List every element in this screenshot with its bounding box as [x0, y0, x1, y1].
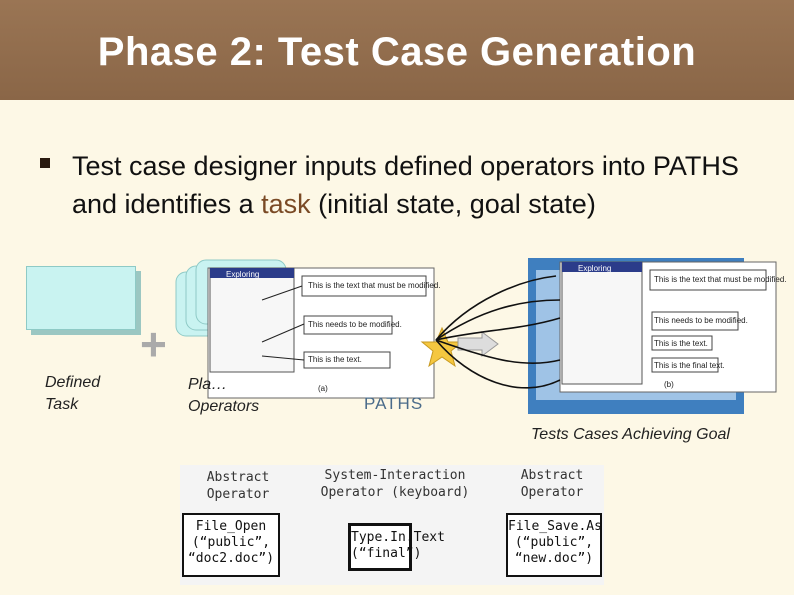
right-note-2: This needs to be modified.	[654, 316, 748, 325]
operators-caption: Pla… Operators	[188, 376, 260, 415]
screenshot-left	[207, 267, 435, 399]
bullet-text-part1: Test case designer inputs defined operat…	[72, 151, 739, 219]
left-note-2: This needs to be modified.	[308, 320, 402, 329]
left-note-3: This is the text.	[308, 355, 362, 364]
task-keyword: task	[261, 189, 311, 219]
bullet-marker	[40, 158, 50, 168]
bullet-text-part2: (initial state, goal state)	[310, 189, 596, 219]
paths-caption: PATHS	[364, 394, 424, 413]
right-note-3: This is the text.	[654, 339, 708, 348]
left-note-1: This is the text that must be modified.	[308, 281, 441, 290]
left-window-title: Exploring	[226, 270, 260, 279]
bullet-text: Test case designer inputs defined operat…	[72, 147, 762, 223]
abstract-operator-label-left: Abstract Operator	[206, 470, 270, 502]
right-fig-label: (b)	[664, 380, 674, 389]
defined-task-caption: Defined Task	[45, 374, 101, 413]
operator-diagram: Abstract Operator System-Interaction Ope…	[180, 465, 604, 585]
result-arrows	[435, 275, 561, 389]
screenshot-right	[559, 261, 777, 393]
abstract-operator-label-right: Abstract Operator	[520, 468, 584, 500]
defined-task-box	[26, 266, 136, 330]
tests-caption: Tests Cases Achieving Goal	[531, 426, 730, 443]
plus-icon: +	[140, 318, 167, 370]
right-note-1: This is the text that must be modified.	[654, 275, 787, 284]
right-note-4: This is the final text.	[654, 361, 725, 370]
operator-file-open: File_Open (“public”, “doc2.doc”)	[182, 513, 280, 577]
left-fig-label: (a)	[318, 384, 328, 393]
arrow-icon	[457, 331, 499, 357]
slide-title: Phase 2: Test Case Generation	[97, 30, 697, 74]
title-bar	[0, 0, 794, 100]
operator-file-save-as: File_Save.As (“public”, “new.doc”)	[506, 513, 602, 577]
right-window-title: Exploring	[578, 264, 612, 273]
operator-type-in-text: Type.In.Text (“final”)	[348, 523, 445, 571]
system-interaction-label: System-Interaction Operator (keyboard)	[320, 468, 470, 500]
